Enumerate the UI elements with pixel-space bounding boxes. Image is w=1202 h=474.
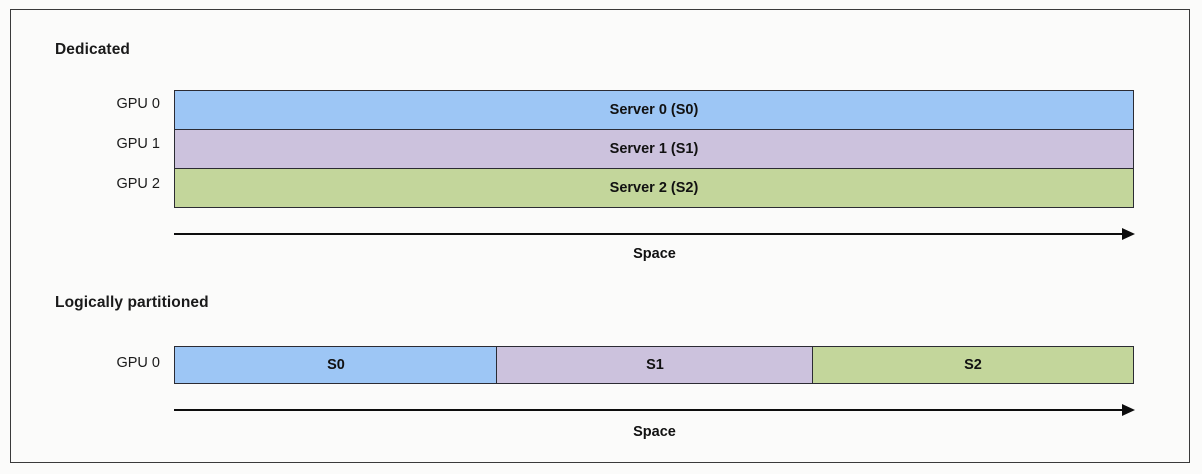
axis-line: [174, 233, 1122, 235]
partition-segment-s1: S1: [496, 346, 814, 384]
arrow-right-icon: [1122, 404, 1135, 416]
space-axis-dedicated: [174, 228, 1135, 240]
bar-server-2: Server 2 (S2): [174, 168, 1134, 208]
row-label-gpu-0-dedicated: GPU 0: [116, 96, 160, 112]
axis-line: [174, 409, 1122, 411]
partition-segment-s2: S2: [812, 346, 1134, 384]
row-label-gpu-2-dedicated: GPU 2: [116, 176, 160, 192]
diagram-frame: [10, 9, 1190, 463]
axis-caption-dedicated: Space: [633, 246, 676, 262]
axis-caption-partitioned: Space: [633, 424, 676, 440]
partition-label-s1: S1: [646, 357, 664, 373]
space-axis-partitioned: [174, 404, 1135, 416]
bar-label-server-1: Server 1 (S1): [609, 141, 699, 157]
arrow-right-icon: [1122, 228, 1135, 240]
partition-segment-s0: S0: [174, 346, 498, 384]
partition-label-s2: S2: [964, 357, 982, 373]
bar-server-0: Server 0 (S0): [174, 90, 1134, 130]
row-label-gpu-1-dedicated: GPU 1: [116, 136, 160, 152]
partition-label-s0: S0: [327, 357, 345, 373]
bar-server-1: Server 1 (S1): [174, 129, 1134, 169]
bar-label-server-2: Server 2 (S2): [609, 180, 699, 196]
section-heading-logically-partitioned: Logically partitioned: [55, 294, 209, 311]
section-heading-dedicated: Dedicated: [55, 41, 130, 58]
bar-label-server-0: Server 0 (S0): [609, 102, 699, 118]
row-label-gpu-0-partitioned: GPU 0: [116, 355, 160, 371]
